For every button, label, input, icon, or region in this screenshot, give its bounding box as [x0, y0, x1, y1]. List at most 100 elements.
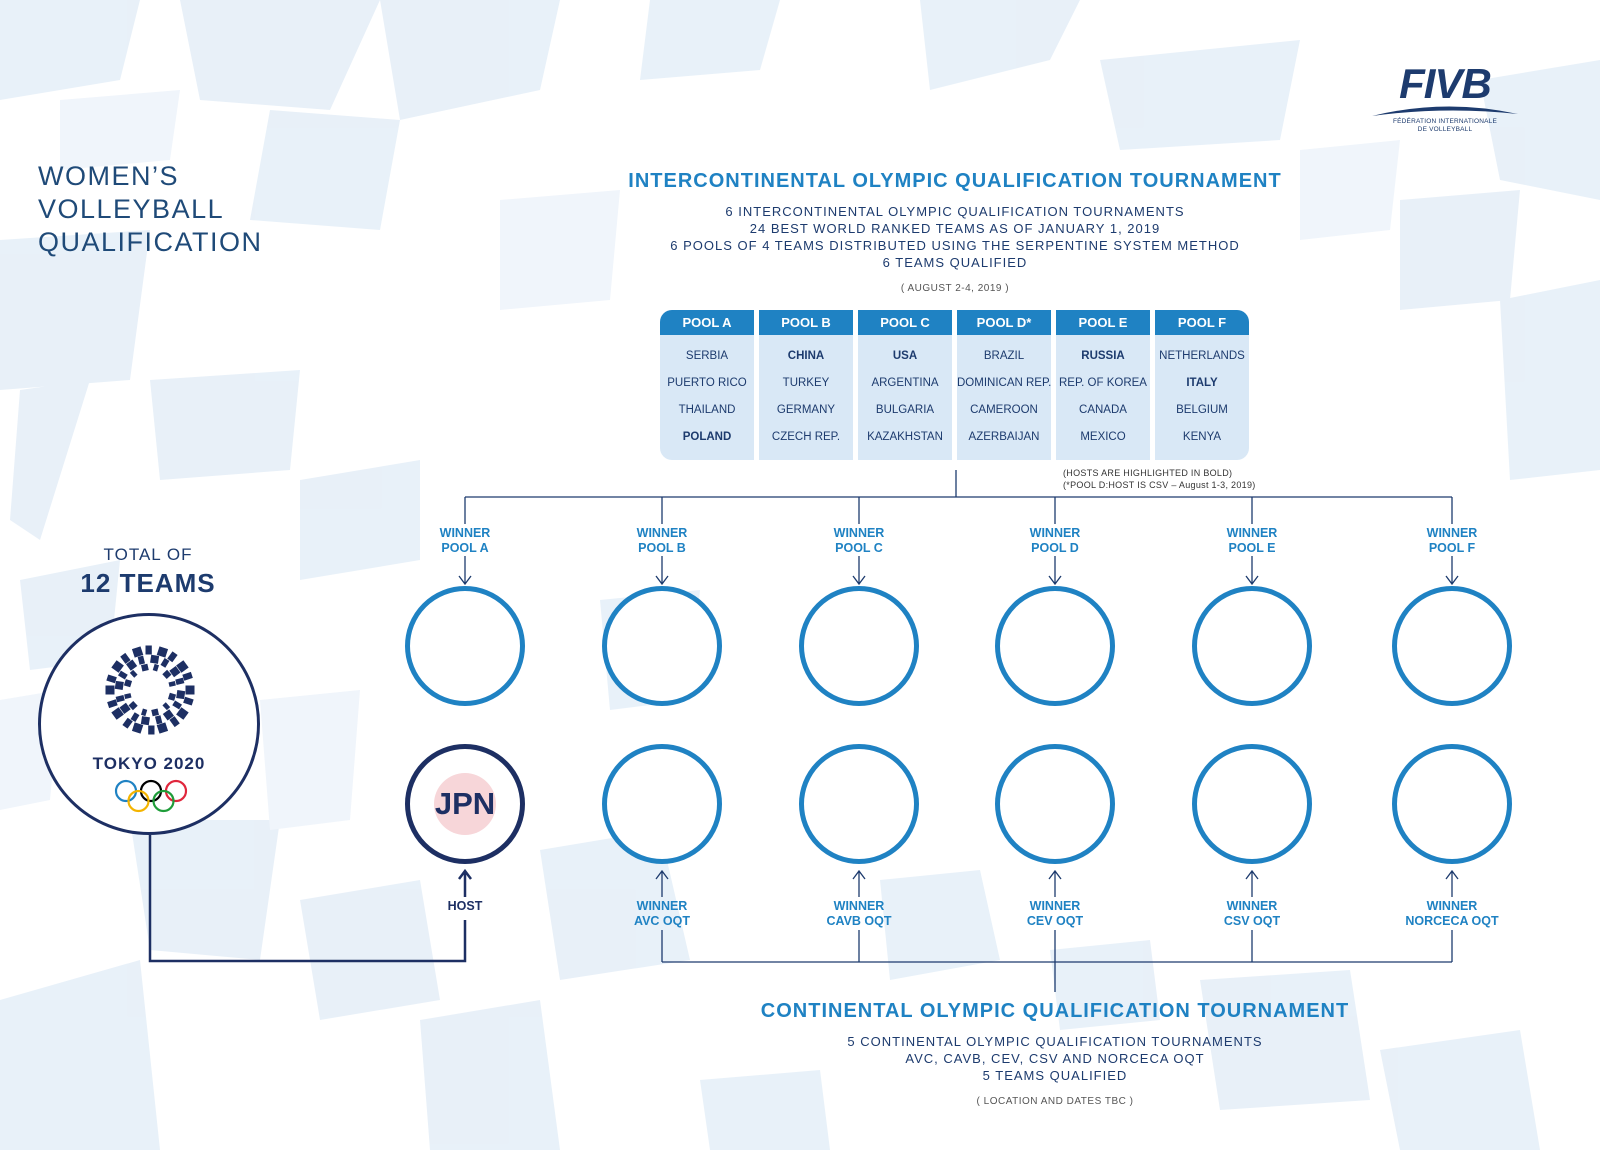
emblem-check — [119, 702, 131, 714]
continental-title: CONTINENTAL OLYMPIC QUALIFICATION TOURNA… — [760, 1000, 1350, 1022]
emblem-check — [167, 692, 177, 701]
total-count: 12 TEAMS — [80, 568, 216, 598]
emblem-check — [141, 663, 149, 672]
emblem-check — [185, 685, 195, 695]
intercontinental-title: INTERCONTINENTAL OLYMPIC QUALIFICATION T… — [628, 170, 1282, 192]
pool-team: BELGIUM — [1176, 404, 1228, 416]
tokyo-2020-emblem-icon — [105, 645, 195, 735]
pool-header: POOL A — [660, 310, 754, 335]
emblem-check — [183, 696, 194, 706]
qualified-slot — [995, 586, 1115, 706]
fivb-wordmark: FIVB — [1399, 60, 1492, 107]
pool-team-host: USA — [892, 350, 918, 362]
continental-description: 5 CONTINENTAL OLYMPIC QUALIFICATION TOUR… — [660, 1033, 1450, 1084]
pool-team: NETHERLANDS — [1159, 350, 1245, 362]
winner-label-line: WINNER — [1226, 899, 1278, 913]
qualified-slot — [602, 586, 722, 706]
pool-e: POOL E RUSSIA REP. OF KOREA CANADA MEXIC… — [1056, 310, 1150, 460]
pool-team: CANADA — [1079, 404, 1127, 416]
pool-c: POOL C USA ARGENTINA BULGARIA KAZAKHSTAN — [858, 310, 952, 460]
emblem-check — [131, 646, 144, 658]
winner-label-line: AVC OQT — [633, 914, 691, 928]
qualified-slot — [1192, 744, 1312, 864]
emblem-check — [114, 680, 124, 690]
emblem-check — [172, 700, 182, 710]
emblem-check — [154, 715, 163, 725]
fivb-swoosh-icon — [1372, 106, 1518, 116]
emblem-check — [137, 655, 146, 665]
winner-label-line: WINNER — [1029, 899, 1081, 913]
emblem-check — [182, 671, 193, 681]
pool-b: POOL B CHINA TURKEY GERMANY CZECH REP. — [759, 310, 853, 460]
emblem-check — [140, 708, 148, 717]
emblem-check — [156, 722, 169, 734]
emblem-check — [145, 645, 152, 655]
intercontinental-line: 6 TEAMS QUALIFIED — [882, 255, 1028, 270]
total-prefix: TOTAL OF — [103, 545, 193, 564]
intercontinental-line: 6 POOLS OF 4 TEAMS DISTRIBUTED USING THE… — [670, 238, 1240, 253]
continental-line: 5 TEAMS QUALIFIED — [982, 1068, 1128, 1083]
fivb-subtitle-2: DE VOLLEYBALL — [1417, 126, 1473, 133]
emblem-check — [131, 722, 144, 734]
host-slot: JPN — [405, 744, 525, 864]
qualified-slot — [995, 744, 1115, 864]
hosts-note: (HOSTS ARE HIGHLIGHTED IN BOLD) (*POOL D… — [1063, 467, 1256, 491]
emblem-check — [126, 659, 138, 671]
emblem-check — [160, 658, 170, 668]
emblem-check — [122, 717, 133, 729]
winner-label-line: CSV OQT — [1223, 914, 1281, 928]
winner-label-line: POOL A — [441, 541, 489, 555]
pool-header: POOL C — [858, 310, 952, 335]
winner-label-line: CEV OQT — [1026, 914, 1084, 928]
pool-header: POOL B — [759, 310, 853, 335]
emblem-check — [162, 709, 174, 721]
emblem-check — [162, 669, 172, 679]
fivb-logo: FIVB FÉDÉRATION INTERNATIONALE DE VOLLEY… — [1370, 62, 1520, 134]
pool-team: DOMINICAN REP. — [957, 377, 1052, 389]
emblem-check — [111, 660, 124, 673]
pool-team: BRAZIL — [983, 350, 1025, 362]
pool-team: THAILAND — [678, 404, 736, 416]
qualified-slot — [799, 744, 919, 864]
winner-label-line: POOL F — [1428, 541, 1476, 555]
host-label: HOST — [447, 899, 483, 913]
winner-label-line: CAVB OQT — [826, 914, 892, 928]
pool-team: GERMANY — [776, 404, 836, 416]
qualified-slot — [602, 744, 722, 864]
pool-team: PUERTO RICO — [667, 377, 747, 389]
winner-label-line: WINNER — [636, 899, 688, 913]
pool-f: POOL F NETHERLANDS ITALY BELGIUM KENYA — [1155, 310, 1249, 460]
emblem-check — [176, 660, 189, 673]
fivb-subtitle-1: FÉDÉRATION INTERNATIONALE — [1392, 118, 1498, 125]
olympic-rings-icon — [114, 779, 188, 813]
emblem-check — [130, 712, 140, 722]
title-line-1: WOMEN’S — [38, 161, 179, 191]
hosts-note-line: (*POOL D:HOST IS CSV – August 1-3, 2019) — [1063, 480, 1256, 490]
intercontinental-line: 6 INTERCONTINENTAL OLYMPIC QUALIFICATION… — [725, 204, 1185, 219]
qualified-slot — [405, 586, 525, 706]
tokyo-2020-emblem: TOKYO 2020 — [38, 613, 260, 835]
intercontinental-description: 6 INTERCONTINENTAL OLYMPIC QUALIFICATION… — [560, 203, 1350, 271]
pool-team: ARGENTINA — [871, 377, 939, 389]
emblem-check — [169, 666, 181, 678]
emblem-check — [128, 701, 138, 711]
pool-team-host: RUSSIA — [1081, 350, 1125, 362]
pool-header: POOL D* — [957, 310, 1051, 335]
qualified-slot — [1392, 586, 1512, 706]
winner-label-line: WINNER — [439, 526, 491, 540]
winner-label-line: WINNER — [833, 899, 885, 913]
winner-label-line: WINNER — [636, 526, 688, 540]
emblem-check — [162, 702, 171, 711]
emblem-check — [111, 707, 124, 720]
pool-team: AZERBAIJAN — [968, 431, 1040, 443]
pool-team: KENYA — [1182, 431, 1222, 443]
qualified-slot — [799, 586, 919, 706]
host-team: JPN — [434, 773, 496, 835]
emblem-check — [167, 651, 178, 663]
winner-label-line: WINNER — [1226, 526, 1278, 540]
